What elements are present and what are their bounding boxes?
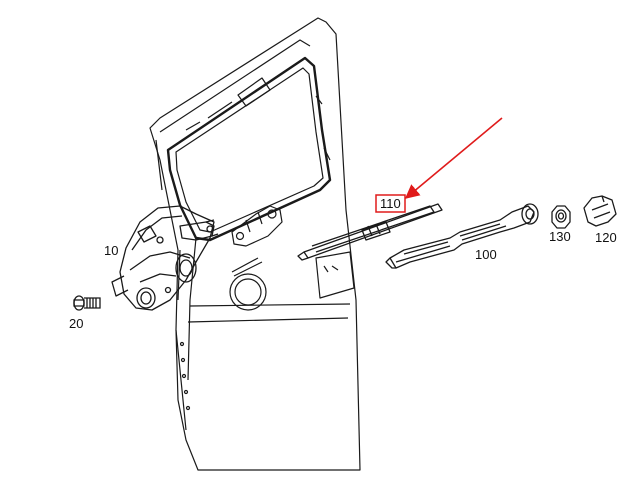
highlight-arrow <box>404 117 503 199</box>
highlight-box <box>375 194 406 213</box>
wiper-motor-icon <box>111 205 219 311</box>
callout-label-130: 130 <box>549 229 571 244</box>
callout-label-120: 120 <box>595 230 617 245</box>
callout-label-20: 20 <box>69 316 83 331</box>
callout-label-110: 110 <box>380 196 401 211</box>
wiper-blade-icon <box>297 203 443 261</box>
nut-icon <box>551 205 571 229</box>
cover-cap-icon <box>583 195 617 227</box>
callout-label-100: 100 <box>475 247 497 262</box>
bolt-icon <box>73 295 101 311</box>
rear-door-panel-icon <box>149 17 361 471</box>
callout-label-10: 10 <box>104 243 118 258</box>
highlight-callout <box>375 117 503 213</box>
wiper-arm-icon <box>385 203 539 269</box>
